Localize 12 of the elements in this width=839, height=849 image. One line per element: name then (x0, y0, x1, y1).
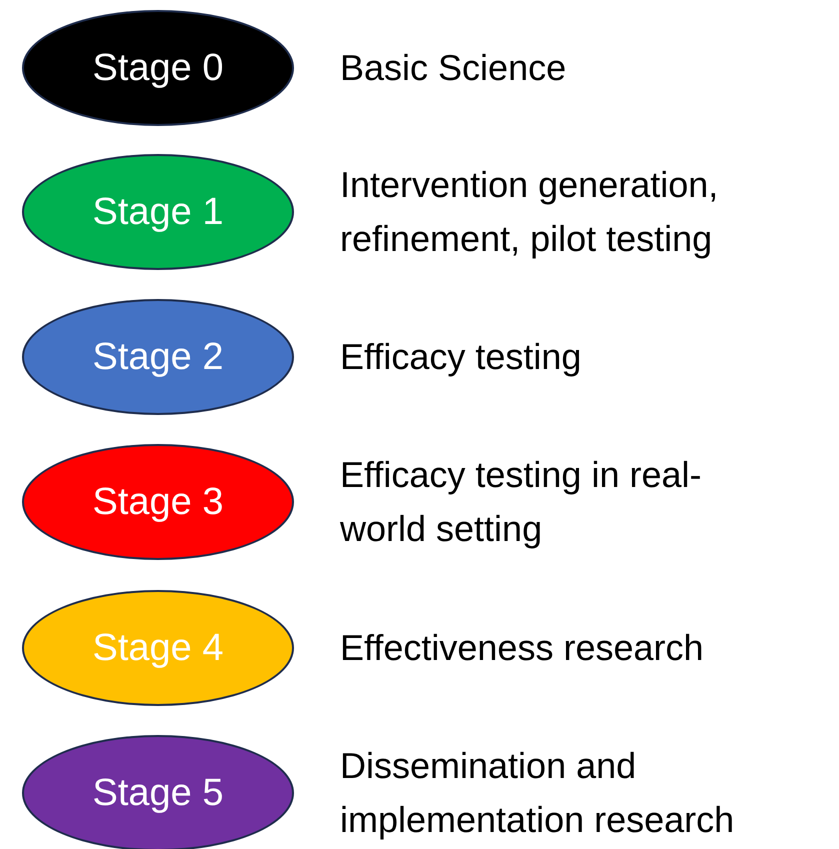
stage-label: Stage 2 (92, 338, 224, 376)
stage-description: Intervention generation, refinement, pilot testing (340, 163, 720, 261)
stage-label: Stage 5 (92, 774, 224, 812)
stage-description: Effectiveness research (340, 626, 704, 670)
stage-label: Stage 3 (92, 483, 224, 521)
stage-label: Stage 0 (92, 49, 224, 87)
stage-description: Basic Science (340, 46, 566, 90)
stage-label: Stage 1 (92, 193, 224, 231)
stage-description: Efficacy testing (340, 335, 582, 379)
stage-label: Stage 4 (92, 629, 224, 667)
stage-description: Efficacy testing in real-world setting (340, 453, 702, 551)
stage-description: Dissemination and implementation research (340, 744, 736, 842)
